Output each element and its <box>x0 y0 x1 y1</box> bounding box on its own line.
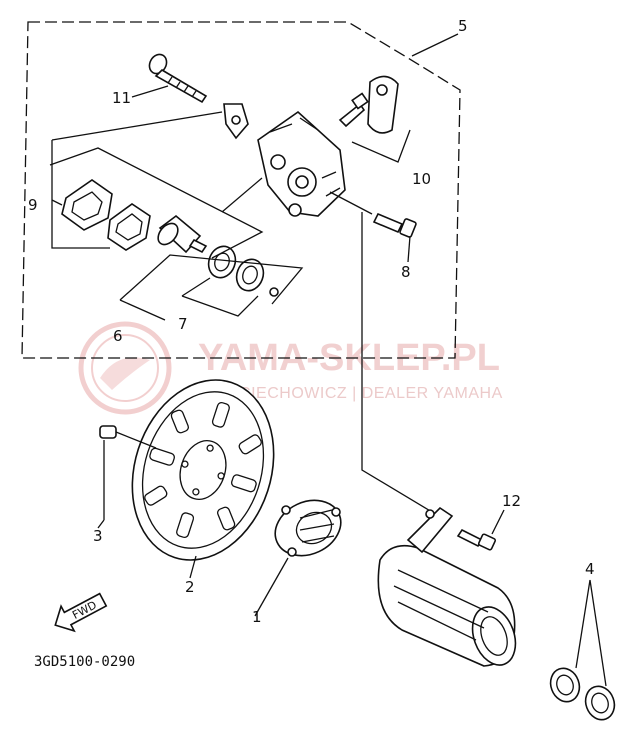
group-brackets <box>49 111 304 321</box>
wheel-hub-body <box>377 506 517 667</box>
bolt-3 <box>97 425 157 529</box>
caliper-assembly-boundary <box>21 21 461 359</box>
bolt-8 <box>372 212 417 238</box>
collars-4 <box>549 667 616 721</box>
callout-10: 10 <box>412 170 431 188</box>
callout-11: 11 <box>112 89 131 107</box>
connector-line-2 <box>329 191 373 215</box>
callouts: 1 2 3 4 5 6 7 8 9 10 11 12 <box>28 17 595 626</box>
callout-2: 2 <box>185 578 195 596</box>
callout-8: 8 <box>401 263 411 281</box>
leader-10 <box>351 129 411 163</box>
connector-line <box>361 212 433 513</box>
callout-6: 6 <box>113 327 123 345</box>
callout-4: 4 <box>585 560 595 578</box>
callout-9: 9 <box>28 196 38 214</box>
brake-disc-2 <box>131 379 275 561</box>
caliper-body <box>257 110 346 217</box>
callout-5: 5 <box>458 17 468 35</box>
piston-6 <box>157 214 208 254</box>
callout-1: 1 <box>252 608 262 626</box>
hub-1 <box>274 499 342 557</box>
callout-12: 12 <box>502 492 521 510</box>
diagram-code: 3GD5100-0290 <box>34 654 135 670</box>
brake-pads-9 <box>61 179 151 251</box>
caliper-bleed-fitting <box>223 103 249 140</box>
watermark-dealer: WOJCIECHOWICZ | DEALER YAMAHA <box>202 385 503 402</box>
watermark: YAMA-SKLEP.PL WOJCIECHOWICZ | DEALER YAM… <box>78 321 503 415</box>
bolt-11 <box>148 53 208 104</box>
bolt-12 <box>456 528 497 551</box>
fwd-arrow-icon: FWD <box>54 592 108 633</box>
seals-7 <box>207 245 279 297</box>
watermark-logo <box>78 321 172 415</box>
callout-3: 3 <box>93 527 103 545</box>
leader-lines <box>131 33 607 687</box>
bracket-10 <box>338 75 399 134</box>
callout-7: 7 <box>178 315 188 333</box>
